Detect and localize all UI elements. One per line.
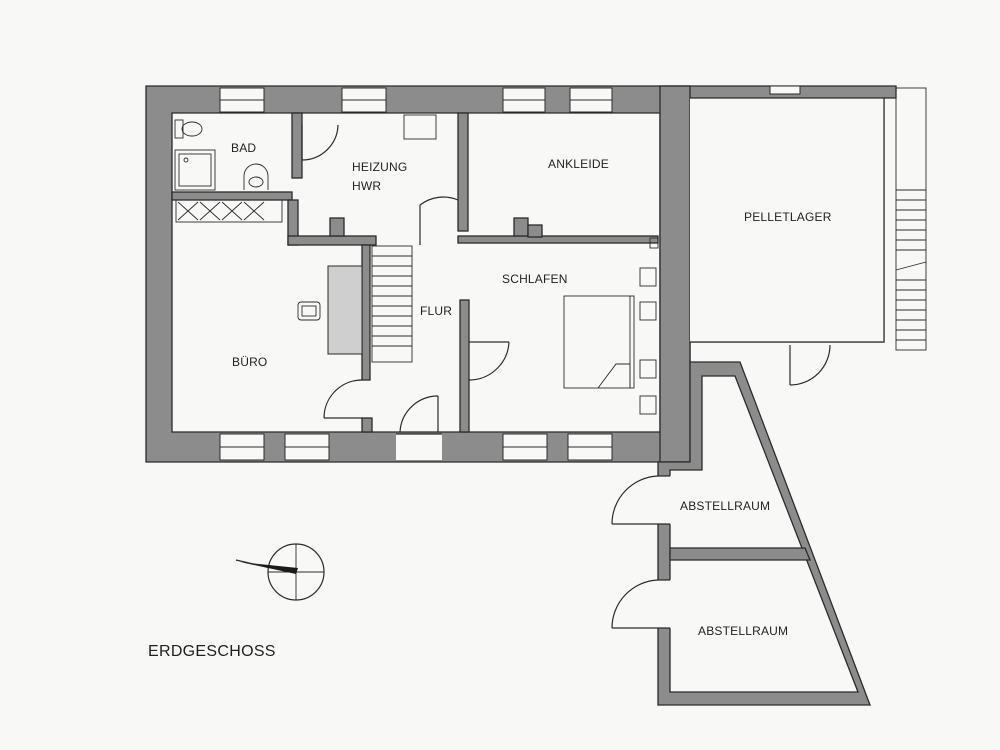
bed-icon <box>563 295 635 389</box>
room-label-ankleide: ANKLEIDE <box>548 157 609 171</box>
stairs-icon <box>371 87 927 363</box>
room-label-flur: FLUR <box>420 304 453 318</box>
room-label-schlafen: SCHLAFEN <box>502 272 568 286</box>
cabinet-row <box>175 199 283 223</box>
room-label-buero: BÜRO <box>232 355 268 369</box>
room-label-abstellraum-2: ABSTELLRAUM <box>698 624 789 638</box>
annex-walls <box>611 361 871 706</box>
heater-box <box>403 114 437 140</box>
doors <box>301 124 831 433</box>
windows <box>219 85 801 461</box>
nightstands <box>639 237 659 415</box>
room-label-abstellraum-1: ABSTELLRAUM <box>680 499 771 513</box>
room-label-pelletlager: PELLETLAGER <box>744 210 832 224</box>
north-arrow-icon <box>235 543 325 601</box>
room-label-heizung: HEIZUNG <box>352 160 408 174</box>
interior-walls <box>171 112 659 433</box>
room-label-hwr: HWR <box>352 179 382 193</box>
shower-icon <box>174 149 216 191</box>
chair-icon <box>297 301 321 321</box>
room-label-bad: BAD <box>231 141 257 155</box>
sink-icon <box>243 163 269 190</box>
floor-title: ERDGESCHOSS <box>148 643 276 660</box>
toilet-icon <box>174 119 203 139</box>
main-house-walls <box>145 85 897 463</box>
desk <box>327 265 363 355</box>
